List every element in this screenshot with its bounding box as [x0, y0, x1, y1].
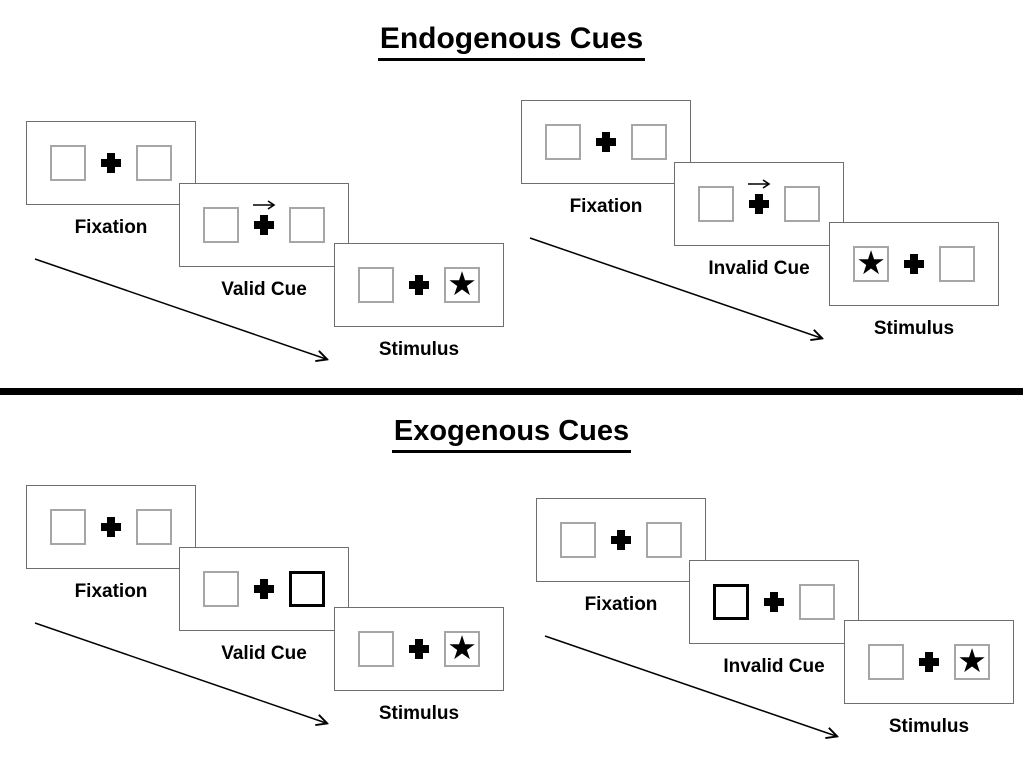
placeholder-box-left — [50, 509, 86, 545]
fixation-cross-icon — [749, 194, 769, 214]
panel-label-fixation: Fixation — [74, 581, 148, 602]
panel-label-fixation: Fixation — [569, 196, 643, 217]
placeholder-box-right: ★ — [954, 644, 990, 680]
placeholder-box-right: ★ — [444, 267, 480, 303]
placeholder-box-left — [50, 145, 86, 181]
placeholder-box-right — [939, 246, 975, 282]
panel-label-valid-cue: Valid Cue — [221, 643, 307, 664]
placeholder-box-left — [358, 631, 394, 667]
panel-valid-cue — [179, 183, 349, 267]
fixation-cross-icon — [596, 132, 616, 152]
fixation-cross-wrap — [611, 530, 631, 550]
placeholder-box-left — [698, 186, 734, 222]
section-divider-line — [0, 388, 1023, 395]
section-title-exogenous: Exogenous Cues — [0, 415, 1023, 453]
panel-label-fixation: Fixation — [74, 217, 148, 238]
fixation-cross-wrap — [254, 579, 274, 599]
panel-fixation — [536, 498, 706, 582]
placeholder-box-left — [358, 267, 394, 303]
fixation-cross-icon — [409, 275, 429, 295]
fixation-cross-wrap — [253, 200, 276, 235]
placeholder-box-left — [203, 571, 239, 607]
fixation-cross-icon — [101, 153, 121, 173]
panel-label-valid-cue: Valid Cue — [221, 279, 307, 300]
panel-label-stimulus: Stimulus — [378, 339, 460, 360]
placeholder-box-right — [136, 145, 172, 181]
panel-invalid-cue — [689, 560, 859, 644]
fixation-cross-icon — [764, 592, 784, 612]
panel-stimulus: ★ — [334, 243, 504, 327]
panel-stimulus: ★ — [334, 607, 504, 691]
fixation-cross-wrap — [919, 652, 939, 672]
fixation-cross-wrap — [101, 517, 121, 537]
cue-highlight-box-right — [289, 571, 325, 607]
panel-valid-cue — [179, 547, 349, 631]
section-title-text: Endogenous Cues — [377, 22, 646, 61]
panel-fixation — [26, 121, 196, 205]
cue-arrow-right-icon — [253, 200, 276, 210]
fixation-cross-wrap — [748, 179, 771, 214]
panel-invalid-cue — [674, 162, 844, 246]
cue-arrow-right-icon — [748, 179, 771, 189]
placeholder-box-right — [136, 509, 172, 545]
star-icon: ★ — [447, 265, 477, 302]
fixation-cross-wrap — [904, 254, 924, 274]
panel-label-stimulus: Stimulus — [873, 318, 955, 339]
placeholder-box-left: ★ — [853, 246, 889, 282]
placeholder-box-right — [646, 522, 682, 558]
panel-label-fixation: Fixation — [584, 594, 658, 615]
panel-label-invalid-cue: Invalid Cue — [723, 656, 825, 677]
fixation-cross-wrap — [596, 132, 616, 152]
fixation-cross-icon — [254, 579, 274, 599]
panel-label-stimulus: Stimulus — [888, 716, 970, 737]
star-icon: ★ — [447, 629, 477, 666]
fixation-cross-icon — [611, 530, 631, 550]
placeholder-box-right — [289, 207, 325, 243]
section-title-text: Exogenous Cues — [391, 415, 632, 453]
panel-stimulus: ★ — [829, 222, 999, 306]
placeholder-box-right — [799, 584, 835, 620]
fixation-cross-icon — [904, 254, 924, 274]
panel-stimulus: ★ — [844, 620, 1014, 704]
placeholder-box-right: ★ — [444, 631, 480, 667]
placeholder-box-right — [631, 124, 667, 160]
fixation-cross-icon — [919, 652, 939, 672]
fixation-cross-wrap — [409, 275, 429, 295]
fixation-cross-wrap — [409, 639, 429, 659]
section-title-endogenous: Endogenous Cues — [0, 22, 1023, 61]
star-icon: ★ — [856, 244, 886, 281]
fixation-cross-icon — [101, 517, 121, 537]
placeholder-box-left — [560, 522, 596, 558]
panel-label-invalid-cue: Invalid Cue — [708, 258, 810, 279]
panel-fixation — [26, 485, 196, 569]
placeholder-box-right — [784, 186, 820, 222]
cue-highlight-box-left — [713, 584, 749, 620]
placeholder-box-left — [545, 124, 581, 160]
star-icon: ★ — [957, 642, 987, 679]
fixation-cross-icon — [409, 639, 429, 659]
fixation-cross-wrap — [101, 153, 121, 173]
fixation-cross-icon — [254, 215, 274, 235]
placeholder-box-left — [868, 644, 904, 680]
placeholder-box-left — [203, 207, 239, 243]
panel-fixation — [521, 100, 691, 184]
panel-label-stimulus: Stimulus — [378, 703, 460, 724]
fixation-cross-wrap — [764, 592, 784, 612]
